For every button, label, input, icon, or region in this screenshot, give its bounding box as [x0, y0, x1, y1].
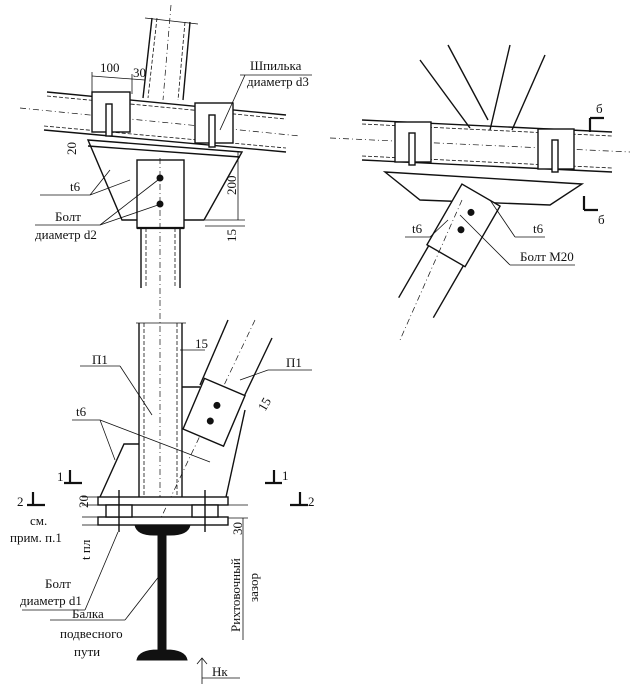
upper-member: [142, 4, 199, 101]
dim-20: 20: [64, 142, 79, 155]
dim-20: 20: [76, 495, 91, 508]
lower-base-plate: [97, 516, 229, 526]
member-p1-left: П1: [92, 352, 108, 367]
stud: [551, 139, 559, 173]
section-2-right: 2: [308, 494, 315, 509]
beam-label-3: пути: [74, 644, 100, 659]
bolt-label-1: Болт: [45, 576, 71, 591]
gusset-plate: [99, 386, 246, 498]
member-p1-right: П1: [286, 355, 302, 370]
dim-15-top: 15: [195, 336, 208, 351]
stud-label-1: Шпилька: [250, 58, 302, 73]
beam-label-1: Балка: [72, 606, 104, 621]
gusset-plate: [382, 171, 585, 206]
gap-label-2: зазор: [246, 573, 261, 602]
view-top-left: 100 30 Шпилька диаметр d3 20 t6 Болт диа…: [19, 4, 312, 300]
dim-15: 15: [224, 229, 239, 242]
stud-left: [105, 103, 113, 137]
section-b-bottom: б: [598, 212, 605, 227]
bolt-label: Болт М20: [520, 249, 574, 264]
view-bottom: П1 П1 15 15 t6 1 1 2 2 см. прим. п.1 20 …: [10, 300, 315, 684]
dim-200: 200: [224, 176, 239, 196]
gusset-plate: [86, 139, 244, 221]
dim-30: 30: [230, 522, 245, 535]
dim-15-diag: 15: [255, 395, 274, 414]
section-2-marker-right: [290, 492, 308, 507]
section-1-marker-left: [64, 470, 82, 485]
section-2-marker-left: [27, 492, 45, 507]
section-1-marker-right: [265, 470, 282, 485]
section-b-top: б: [596, 101, 603, 116]
section-1-left: 1: [57, 469, 64, 484]
bolt-label-1: Болт: [55, 209, 81, 224]
stud-right: [208, 114, 216, 148]
bolt-label-2: диаметр d1: [20, 593, 82, 608]
lower-member: [137, 226, 184, 288]
diagonal-plate: [182, 377, 246, 448]
note-2: прим. п.1: [10, 530, 62, 545]
gap-label-1: Рихтовочный: [228, 558, 243, 632]
bolt-label-2: диаметр d2: [35, 227, 97, 242]
section-b-marker-top: [588, 116, 604, 132]
diagonal-plate: [398, 183, 502, 319]
dim-tpl: t пл: [78, 539, 93, 560]
plate-thickness: t6: [70, 179, 81, 194]
level-label: Нк: [212, 664, 228, 679]
level-marker: [196, 657, 240, 684]
suspended-rail-beam: [134, 524, 191, 661]
section-2-left: 2: [17, 494, 24, 509]
plate-thickness: t6: [76, 404, 87, 419]
beam-label-2: подвесного: [60, 626, 123, 641]
stud-label-2: диаметр d3: [247, 74, 309, 89]
section-b-marker-bottom: [582, 196, 598, 212]
dim-30: 30: [133, 65, 146, 80]
connection-plate: [136, 159, 185, 229]
plate-thickness-left: t6: [412, 221, 423, 236]
view-top-right: б б t6 t6 Болт М20: [329, 44, 631, 341]
plate-thickness-right: t6: [533, 221, 544, 236]
chord-beam: [19, 91, 301, 153]
section-1-right: 1: [282, 468, 289, 483]
upper-base-plate: [97, 496, 229, 506]
stud: [408, 132, 416, 166]
dim-100: 100: [100, 60, 120, 75]
note-1: см.: [30, 513, 47, 528]
